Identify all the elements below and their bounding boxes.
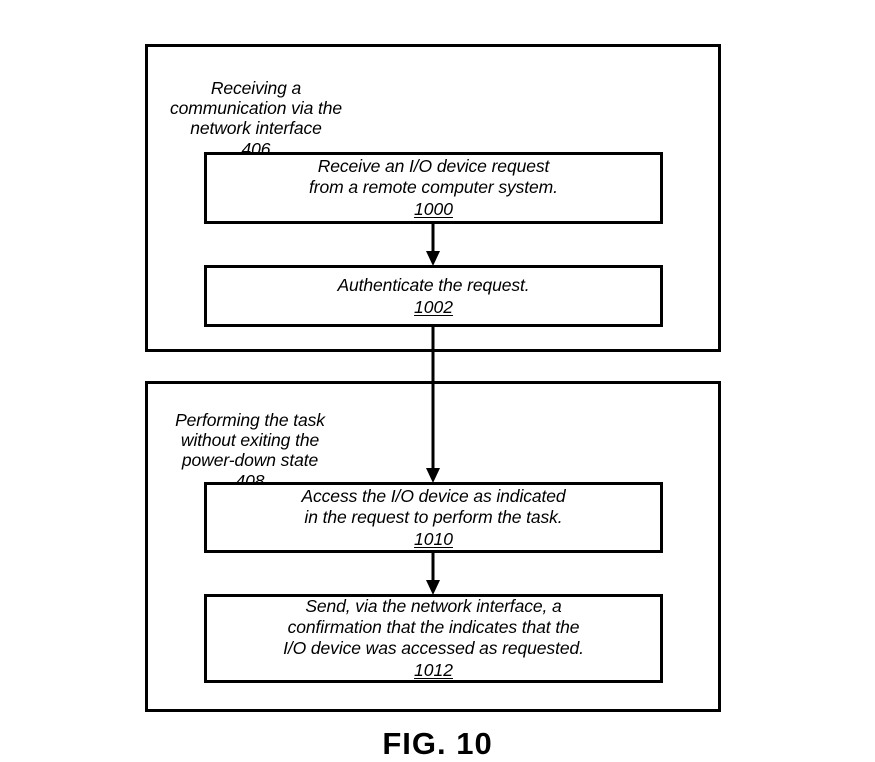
phase-label-text-408: Performing the task without exiting the … xyxy=(175,410,325,470)
step-text-1000: Receive an I/O device request from a rem… xyxy=(309,156,558,197)
step-ref-1002: 1002 xyxy=(414,296,453,317)
phase-label-performing-task: Performing the task without exiting the … xyxy=(152,390,348,511)
arrow-1000-to-1002 xyxy=(426,224,440,266)
step-text-1010: Access the I/O device as indicated in th… xyxy=(301,485,566,527)
arrow-1002-to-1010 xyxy=(426,327,440,483)
step-box-1012: Send, via the network interface, a confi… xyxy=(204,594,663,683)
step-box-1002: Authenticate the request. 1002 xyxy=(204,265,663,327)
phase-label-text-406: Receiving a communication via the networ… xyxy=(169,78,342,138)
step-box-1000: Receive an I/O device request from a rem… xyxy=(204,152,663,224)
step-box-1010: Access the I/O device as indicated in th… xyxy=(204,482,663,553)
step-text-1012: Send, via the network interface, a confi… xyxy=(283,596,584,658)
step-ref-1000: 1000 xyxy=(414,199,453,219)
step-text-1002: Authenticate the request. xyxy=(337,274,530,295)
step-ref-1010: 1010 xyxy=(414,528,453,549)
step-ref-1012: 1012 xyxy=(414,660,453,680)
arrow-1010-to-1012 xyxy=(426,553,440,595)
figure-caption: FIG. 10 xyxy=(382,726,493,761)
